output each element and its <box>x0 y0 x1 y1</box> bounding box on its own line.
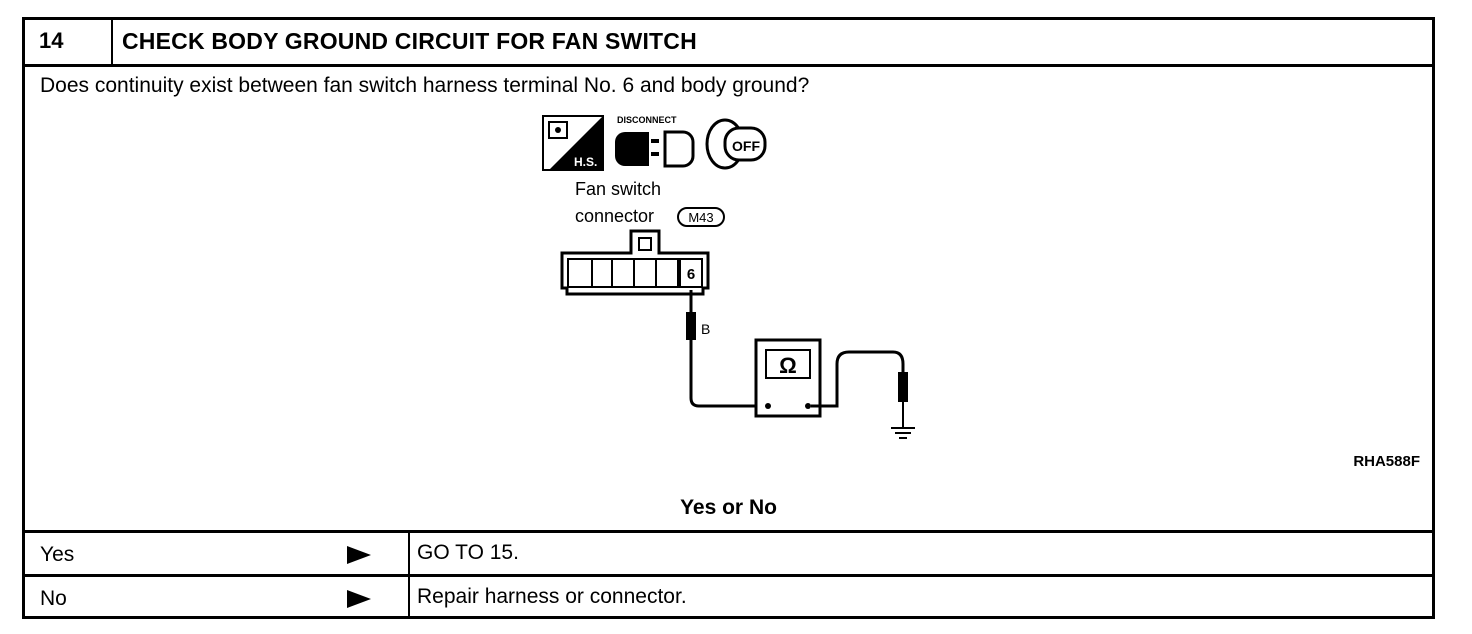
disconnect-icon: DISCONNECT <box>615 115 695 168</box>
probe-lead-ground <box>811 350 908 428</box>
continuity-check-diagram: H.S. DISCONNECT OFF Fan switch connector… <box>542 115 915 439</box>
diagnostic-step-table: 14 CHECK BODY GROUND CIRCUIT FOR FAN SWI… <box>22 17 1435 619</box>
step-number: 14 <box>39 28 64 53</box>
answer-rule-middle <box>25 574 1432 577</box>
hs-icon: H.S. <box>542 115 604 171</box>
answer-action-yes: GO TO 15. <box>417 541 519 564</box>
fan-switch-connector: 6 <box>560 229 710 296</box>
probe-lead-terminal: B <box>686 290 765 408</box>
yes-no-prompt: Yes or No <box>680 496 777 519</box>
step-question: Does continuity exist between fan switch… <box>40 74 810 97</box>
connector-id: M43 <box>688 210 713 225</box>
connector-label-line2: connector <box>575 206 654 226</box>
answer-label-yes: Yes <box>40 543 75 566</box>
ignition-off-icon: OFF <box>705 118 767 170</box>
connector-id-badge: M43 <box>677 207 725 227</box>
wire-color-label: B <box>701 321 710 337</box>
arrow-right-icon <box>347 546 371 564</box>
ignition-off-label: OFF <box>732 138 760 154</box>
answer-label-no: No <box>40 587 67 610</box>
figure-code: RHA588F <box>1353 453 1420 470</box>
hs-label: H.S. <box>574 155 597 169</box>
ohm-symbol: Ω <box>779 353 797 378</box>
header-rule <box>25 64 1432 67</box>
answer-rule-top <box>25 530 1432 533</box>
answer-action-no: Repair harness or connector. <box>417 585 687 608</box>
arrow-right-icon <box>347 590 371 608</box>
ohmmeter: Ω <box>754 338 822 418</box>
disconnect-label: DISCONNECT <box>617 115 677 125</box>
step-title: CHECK BODY GROUND CIRCUIT FOR FAN SWITCH <box>122 28 697 54</box>
connector-label-line1: Fan switch <box>575 179 661 199</box>
ground-icon <box>891 427 915 439</box>
header-divider <box>111 20 113 64</box>
terminal-number: 6 <box>687 266 695 283</box>
